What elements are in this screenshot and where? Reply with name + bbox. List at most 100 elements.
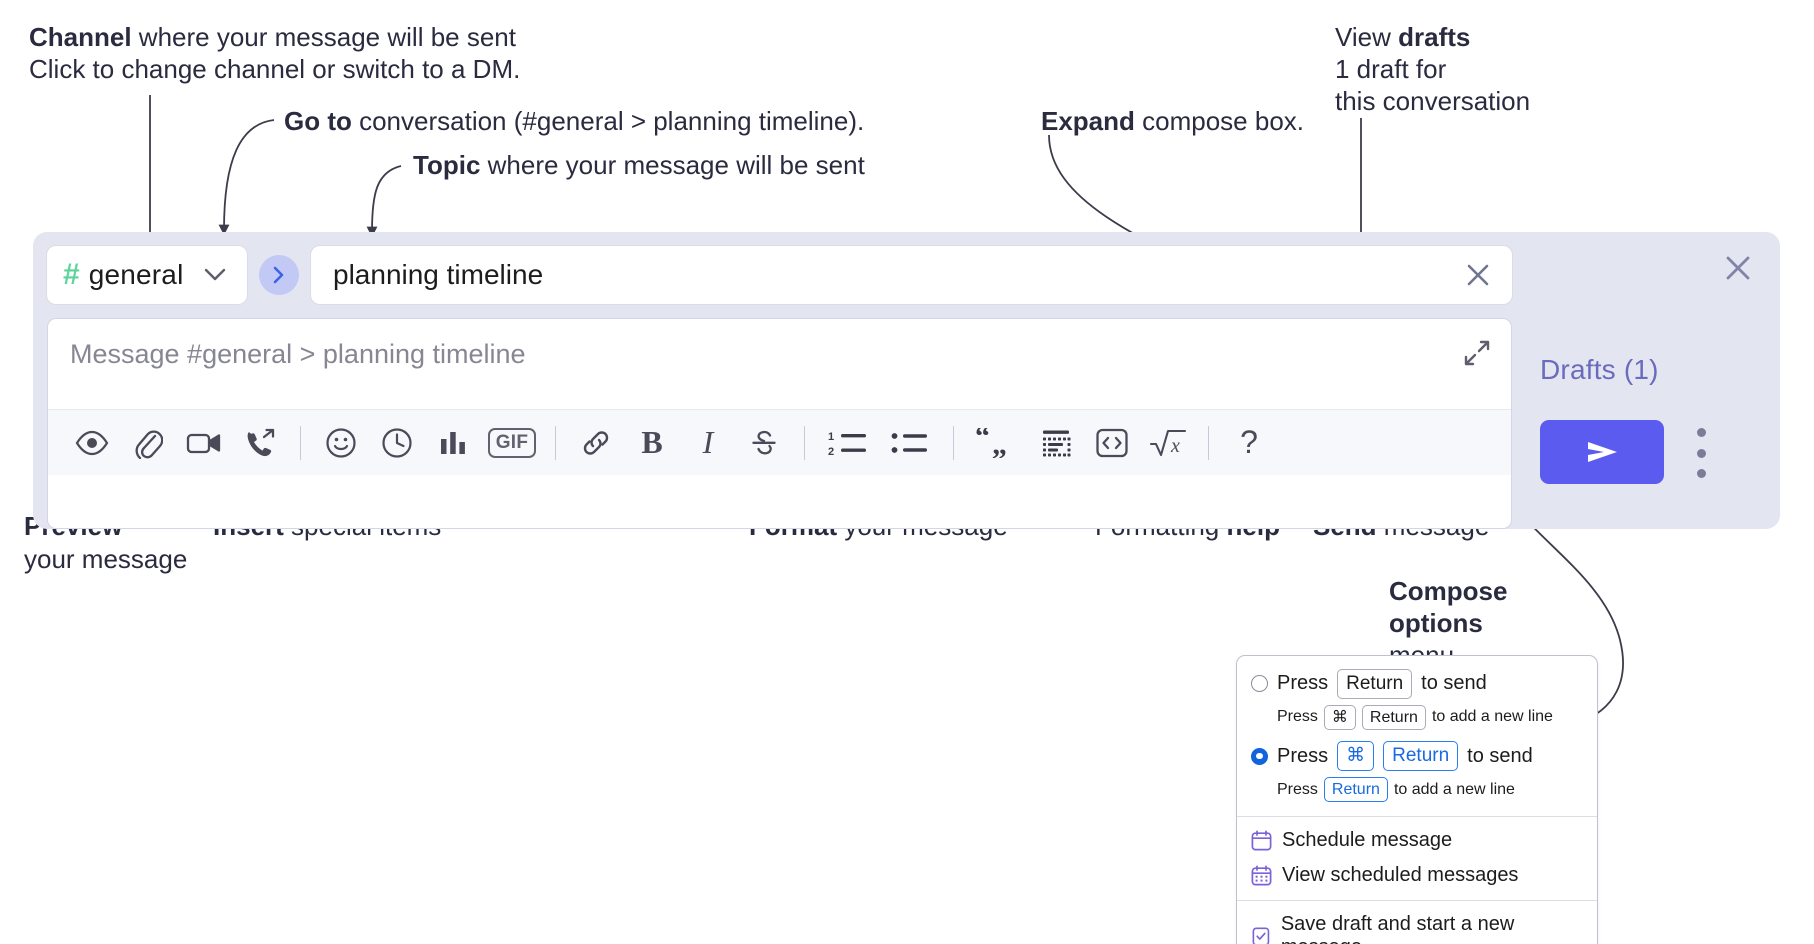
blockquote-icon[interactable]: “ „	[966, 415, 1028, 471]
message-input-placeholder: Message #general > planning timeline	[70, 339, 526, 369]
kebab-dot	[1696, 469, 1706, 478]
gif-label: GIF	[487, 427, 537, 458]
svg-text:“: “	[975, 428, 990, 453]
key-return: Return	[1383, 741, 1459, 771]
option1-sub-tail: to add a new line	[1431, 708, 1553, 726]
attachment-icon[interactable]	[120, 415, 176, 471]
annotation-goto-bold: Go to	[284, 106, 352, 136]
svg-text:„: „	[992, 428, 1007, 458]
channel-name-label: general	[88, 259, 184, 290]
calendar-icon	[1251, 830, 1272, 851]
menu-item-label: View scheduled messages	[1282, 864, 1519, 887]
close-icon[interactable]	[1458, 255, 1498, 295]
emoji-icon[interactable]	[313, 415, 369, 471]
annotation-topic: Topic where your message will be sent	[413, 150, 865, 182]
video-icon[interactable]	[176, 415, 232, 471]
toolbar-separator	[300, 425, 301, 460]
option2-press: Press	[1277, 744, 1329, 767]
radio-return-to-send[interactable]	[1251, 675, 1268, 693]
key-return: Return	[1337, 669, 1413, 699]
hash-icon: #	[63, 258, 80, 291]
topic-input-value: planning timeline	[333, 259, 544, 290]
channel-selector[interactable]: # general	[47, 246, 247, 304]
option1-tail: to send	[1421, 672, 1487, 695]
annotation-channel-sub: Click to change channel or switch to a D…	[29, 54, 521, 84]
close-icon[interactable]	[1718, 248, 1758, 288]
latex-icon[interactable]: x	[1140, 415, 1196, 471]
svg-text:2: 2	[828, 446, 834, 457]
annotation-topic-bold: Topic	[413, 150, 481, 180]
italic-label: I	[702, 424, 714, 460]
call-icon[interactable]	[232, 415, 288, 471]
annotation-drafts-sub1: 1 draft for	[1335, 54, 1447, 84]
option2-sub: Press Return to add a new line	[1251, 773, 1583, 805]
option-cmd-return-to-send[interactable]: Press ⌘ Return to send	[1251, 738, 1583, 773]
annotation-expand-bold: Expand	[1041, 106, 1135, 136]
poll-icon[interactable]	[425, 415, 481, 471]
send-button[interactable]	[1540, 420, 1664, 484]
key-command: ⌘	[1337, 741, 1375, 771]
bold-label: B	[641, 424, 663, 460]
draft-section: Save draft and start a new message	[1237, 901, 1597, 944]
annotation-drafts-plain: View	[1335, 22, 1399, 52]
gif-icon[interactable]: GIF	[481, 415, 543, 471]
svg-text:1: 1	[828, 431, 834, 443]
annotation-compose-options-1: Compose	[1389, 576, 1507, 608]
code-block-icon[interactable]	[1028, 415, 1084, 471]
menu-item-schedule-message[interactable]: Schedule message	[1237, 823, 1597, 858]
compose-options-menu: Press Return to send Press ⌘ Return to a…	[1236, 655, 1598, 944]
annotation-co-bold1: Compose	[1389, 576, 1508, 606]
reminder-clock-icon[interactable]	[369, 415, 425, 471]
annotation-channel: Channel where your message will be sent	[29, 22, 516, 54]
annotation-co-bold2: options	[1389, 608, 1483, 638]
compose-left-column: # general planning timeline	[33, 232, 1512, 529]
annotation-drafts-bold: drafts	[1398, 22, 1471, 52]
option1-sub: Press ⌘ Return to add a new line	[1251, 701, 1583, 733]
formatting-help-icon[interactable]: ?	[1221, 415, 1277, 471]
send-shortcut-options: Press Return to send Press ⌘ Return to a…	[1237, 656, 1597, 816]
preview-icon[interactable]	[64, 415, 120, 471]
code-icon[interactable]	[1084, 415, 1140, 471]
annotation-channel-rest: where your message will be sent	[131, 22, 516, 52]
menu-divider	[1237, 816, 1597, 818]
annotation-expand-rest: compose box.	[1134, 106, 1305, 136]
key-command: ⌘	[1323, 704, 1356, 731]
key-return: Return	[1323, 776, 1388, 803]
link-icon[interactable]	[568, 415, 624, 471]
topic-input-field[interactable]: planning timeline	[311, 246, 1512, 304]
key-return: Return	[1361, 704, 1426, 731]
chevron-down-icon	[204, 268, 226, 282]
annotation-goto-rest: conversation (#general > planning timeli…	[351, 106, 865, 136]
kebab-dot	[1696, 428, 1706, 437]
drafts-link[interactable]: Drafts (1)	[1540, 354, 1659, 385]
annotation-goto: Go to conversation (#general > planning …	[284, 106, 864, 138]
svg-text:x: x	[1170, 435, 1180, 457]
message-input[interactable]: Message #general > planning timeline	[48, 319, 1511, 409]
bold-icon[interactable]: B	[624, 415, 680, 471]
strikethrough-icon[interactable]	[736, 415, 792, 471]
bulleted-list-icon[interactable]	[879, 415, 941, 471]
option1-sub-press: Press	[1277, 708, 1318, 726]
menu-divider	[1237, 900, 1597, 902]
calendar-grid-icon	[1251, 865, 1272, 886]
radio-cmd-return-to-send[interactable]	[1251, 747, 1268, 765]
compose-options-button[interactable]	[1688, 428, 1714, 478]
toolbar-separator	[555, 425, 556, 460]
goto-conversation-button[interactable]	[259, 255, 299, 295]
schedule-section: Schedule message View scheduled messages	[1237, 817, 1597, 900]
annotation-expand: Expand compose box.	[1041, 106, 1304, 138]
kebab-dot	[1696, 448, 1706, 458]
option2-sub-press: Press	[1277, 780, 1318, 798]
toolbar-separator	[953, 425, 954, 460]
annotation-preview-sub: your message	[24, 544, 188, 574]
menu-item-save-draft[interactable]: Save draft and start a new message	[1237, 907, 1597, 944]
ordered-list-icon[interactable]: 1 2	[817, 415, 879, 471]
menu-item-view-scheduled[interactable]: View scheduled messages	[1237, 858, 1597, 893]
formatting-toolbar: GIF B I	[48, 409, 1511, 475]
expand-icon[interactable]	[1457, 333, 1497, 373]
compose-header-row: # general planning timeline	[47, 246, 1512, 304]
italic-icon[interactable]: I	[680, 415, 736, 471]
option-return-to-send[interactable]: Press Return to send	[1251, 666, 1583, 701]
compose-widget: # general planning timeline	[33, 232, 1780, 529]
